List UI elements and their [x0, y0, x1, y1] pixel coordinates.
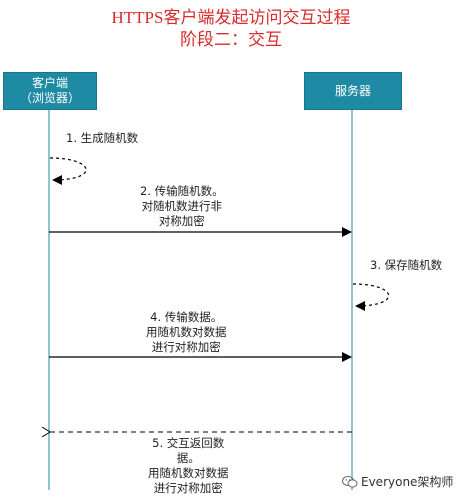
diagram-title: HTTPS客户端发起访问交互过程 [111, 8, 351, 27]
watermark-text: Everyone架构师 [361, 475, 454, 489]
client-actor-label: 客户端 [31, 76, 68, 90]
client-actor-sublabel: （浏览器） [19, 91, 80, 105]
wechat-icon [342, 475, 358, 488]
client-actor: 客户端 （浏览器） [3, 72, 97, 110]
self-loop-arrow-1 [49, 157, 87, 185]
self-loop-arrow-3 [352, 283, 390, 311]
server-actor-label: 服务器 [334, 83, 371, 98]
watermark: Everyone架构师 [342, 473, 453, 490]
message-label-4: 4. 传输数据。 用随机数对数据 进行对称加密 [146, 310, 227, 354]
message-label-3: 3. 保存随机数 [370, 258, 443, 272]
server-actor: 服务器 [304, 72, 402, 110]
diagram-subtitle: 阶段二：交互 [180, 30, 282, 49]
message-label-2: 2. 传输随机数。 对随机数进行非 对称加密 [140, 184, 224, 228]
message-label-5: 5. 交互返回数 据。 用随机数对数据 进行对称加密 [148, 436, 229, 495]
message-label-1: 1. 生成随机数 [66, 131, 139, 145]
